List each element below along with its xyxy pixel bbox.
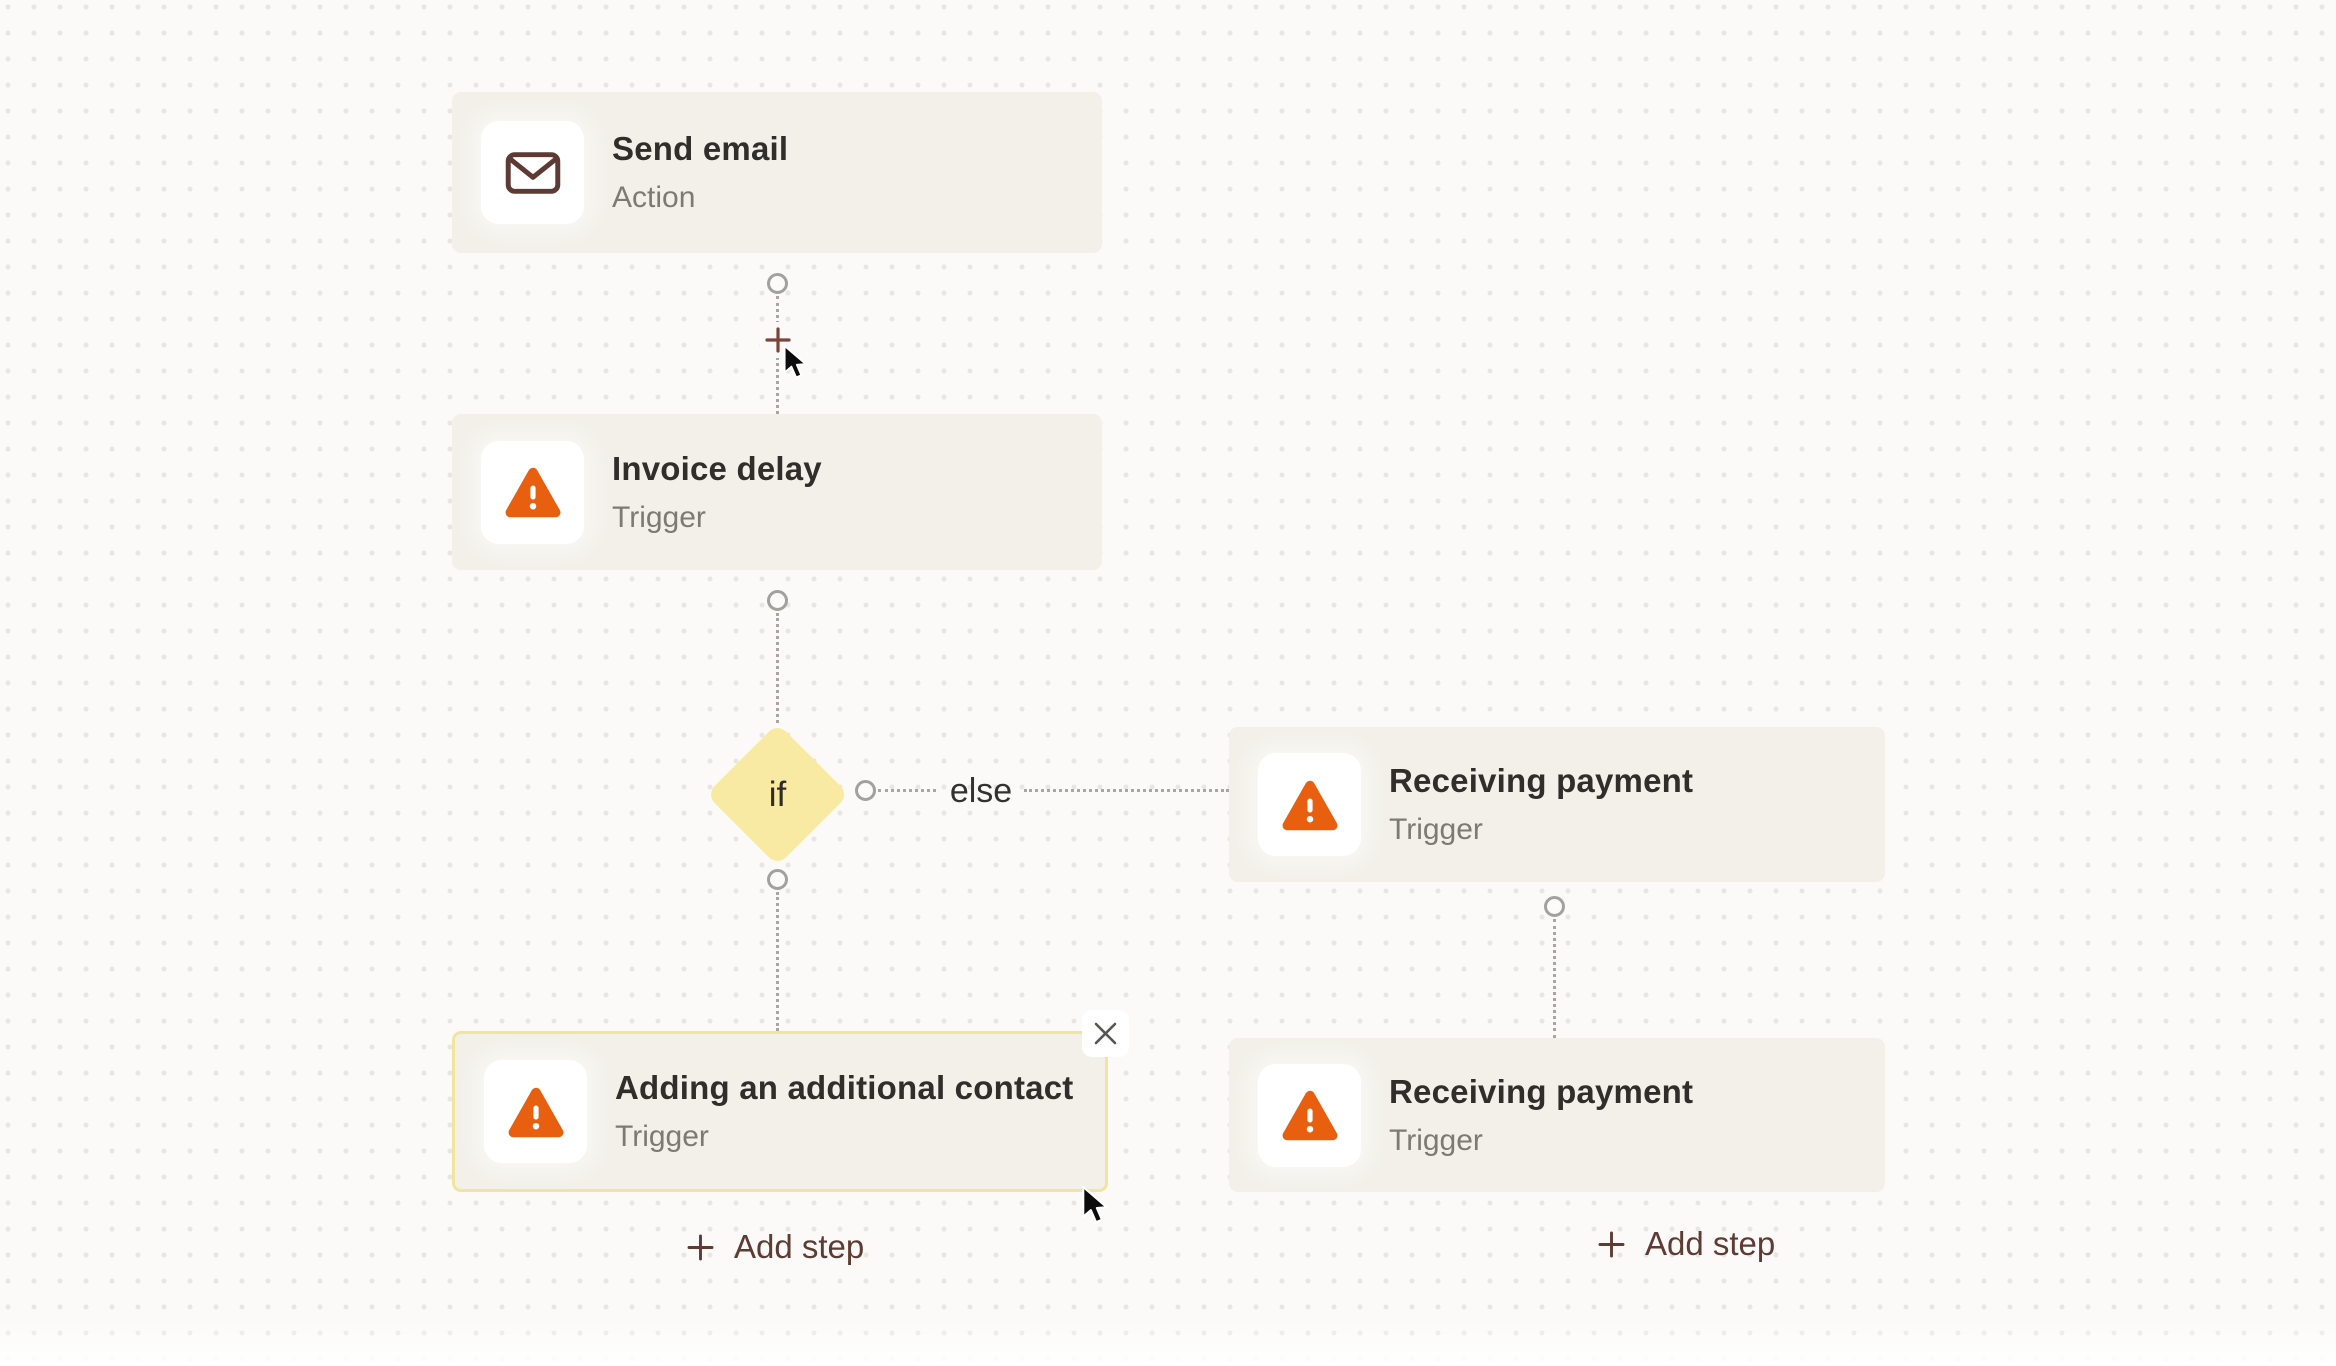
node-title: Send email xyxy=(612,130,789,167)
mail-icon xyxy=(505,151,560,194)
warning-icon xyxy=(508,1087,563,1137)
plus-icon xyxy=(687,1234,714,1260)
warning-icon xyxy=(1282,780,1337,830)
warning-icon xyxy=(1282,1090,1337,1141)
connector-line xyxy=(776,892,779,1031)
node-send-email[interactable]: Send email Action xyxy=(452,92,1102,253)
connection-port[interactable] xyxy=(767,590,788,611)
close-button[interactable] xyxy=(1082,1010,1129,1057)
connector-line xyxy=(1553,919,1556,1038)
connector-line xyxy=(878,789,936,792)
node-subtitle: Trigger xyxy=(1389,813,1483,846)
plus-icon xyxy=(1598,1231,1625,1257)
connector-line xyxy=(1024,789,1229,792)
node-icon-tile xyxy=(481,121,584,224)
node-title: Receiving payment xyxy=(1389,1072,1694,1110)
plus-icon xyxy=(765,327,791,353)
add-step-button-right[interactable]: Add step xyxy=(1596,1221,1775,1267)
node-subtitle: Trigger xyxy=(1389,1123,1483,1157)
node-subtitle: Trigger xyxy=(612,500,706,534)
insert-step-button[interactable] xyxy=(760,322,796,358)
connector-line xyxy=(776,613,779,723)
add-step-button-left[interactable]: Add step xyxy=(685,1224,864,1270)
node-subtitle: Trigger xyxy=(615,1120,709,1153)
node-title: Receiving payment xyxy=(1389,762,1694,799)
add-step-label: Add step xyxy=(1645,1225,1776,1262)
add-step-label: Add step xyxy=(734,1228,865,1265)
connection-port[interactable] xyxy=(767,273,788,294)
connection-port[interactable] xyxy=(1544,896,1565,917)
node-receiving-payment-else[interactable]: Receiving payment Trigger xyxy=(1229,727,1885,882)
close-icon xyxy=(1094,1022,1117,1045)
node-icon-tile xyxy=(484,1060,587,1163)
node-adding-additional-contact[interactable]: Adding an additional contact Trigger xyxy=(452,1031,1108,1192)
node-title: Adding an additional contact xyxy=(615,1069,1074,1106)
node-receiving-payment[interactable]: Receiving payment Trigger xyxy=(1229,1038,1885,1192)
node-icon-tile xyxy=(1258,1063,1361,1167)
node-subtitle: Action xyxy=(612,181,696,214)
node-icon-tile xyxy=(481,440,584,544)
connection-port[interactable] xyxy=(767,869,788,890)
condition-if-label: if xyxy=(768,774,787,814)
node-title: Invoice delay xyxy=(612,449,822,487)
warning-icon xyxy=(505,467,560,518)
node-invoice-delay[interactable]: Invoice delay Trigger xyxy=(452,414,1102,570)
condition-else-label: else xyxy=(949,771,1013,810)
node-icon-tile xyxy=(1258,753,1361,856)
connection-port[interactable] xyxy=(855,780,876,801)
